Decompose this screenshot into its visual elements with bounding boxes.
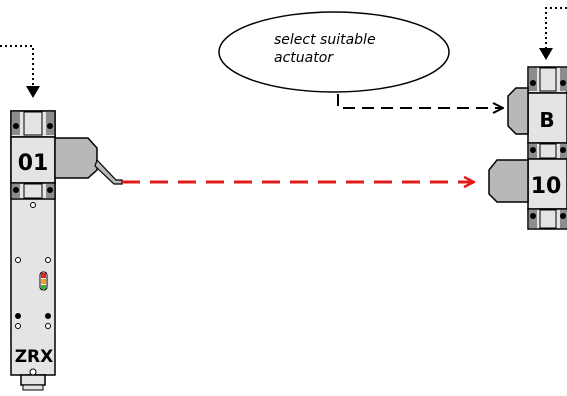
left-device-model-label: ZRX <box>15 347 54 367</box>
left-dotted-leader <box>0 45 40 98</box>
left-device-code-label: 01 <box>18 151 49 176</box>
left-safety-switch: 01 ZRX <box>10 110 123 391</box>
right-device-code-label: 10 <box>531 174 562 199</box>
black-dashed-arrow <box>337 94 503 108</box>
callout-line-1: select suitable <box>274 32 376 48</box>
right-safety-switch: B 10 <box>488 66 567 230</box>
callout-line-2: actuator <box>274 50 334 66</box>
callout-bubble: select suitable actuator <box>218 11 450 93</box>
right-actuator-label: B <box>539 108 554 132</box>
right-dotted-leader <box>539 7 567 60</box>
